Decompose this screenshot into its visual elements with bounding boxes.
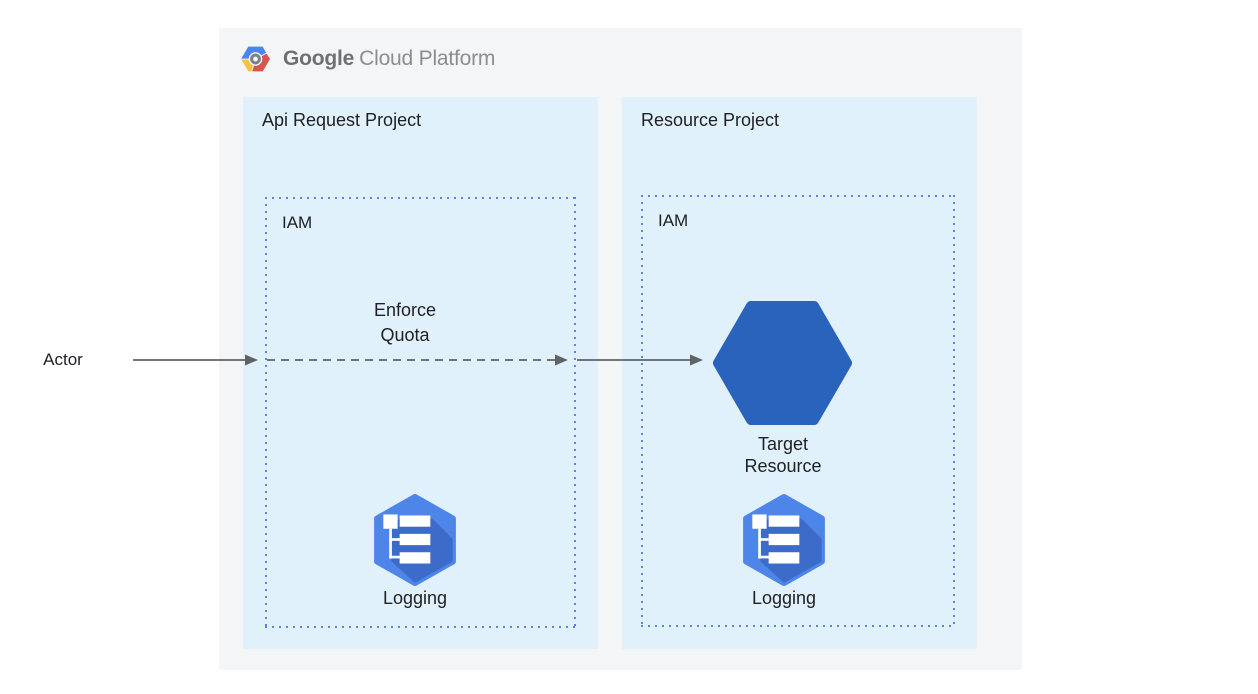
iam-label-left: IAM	[282, 213, 313, 232]
iam-label-right: IAM	[658, 211, 689, 230]
logging-icon	[374, 494, 456, 586]
project-title-right: Resource Project	[641, 110, 780, 130]
target-resource-line1: Target	[757, 434, 809, 454]
target-resource-icon	[713, 301, 852, 425]
resource-project-box: Resource Project IAM Target Resource	[622, 97, 977, 649]
api-request-project-box: Api Request Project IAM Enforce Quota	[243, 97, 598, 649]
actor-label: Actor	[43, 350, 83, 369]
enforce-quota-label: Enforce Quota	[325, 298, 485, 348]
logging-icon	[743, 494, 825, 586]
logo-product: Cloud Platform	[359, 47, 496, 70]
logging-service-right: Logging	[714, 494, 854, 609]
logging-service-left: Logging	[345, 494, 485, 609]
logo-brand: Google	[283, 47, 355, 70]
iam-boundary-left: IAM Enforce Quota	[265, 197, 576, 628]
gcp-logo-icon	[240, 45, 271, 73]
logging-label-right: Logging	[751, 588, 817, 608]
enforce-quota-line2: Quota	[380, 325, 430, 345]
target-resource-line2: Resource	[744, 456, 822, 476]
iam-boundary-right: IAM Target Resource	[641, 195, 955, 627]
logging-label-left: Logging	[382, 588, 448, 608]
enforce-quota-line1: Enforce	[373, 300, 437, 320]
project-title-left: Api Request Project	[262, 110, 422, 130]
target-resource-label: Target Resource	[703, 433, 863, 477]
